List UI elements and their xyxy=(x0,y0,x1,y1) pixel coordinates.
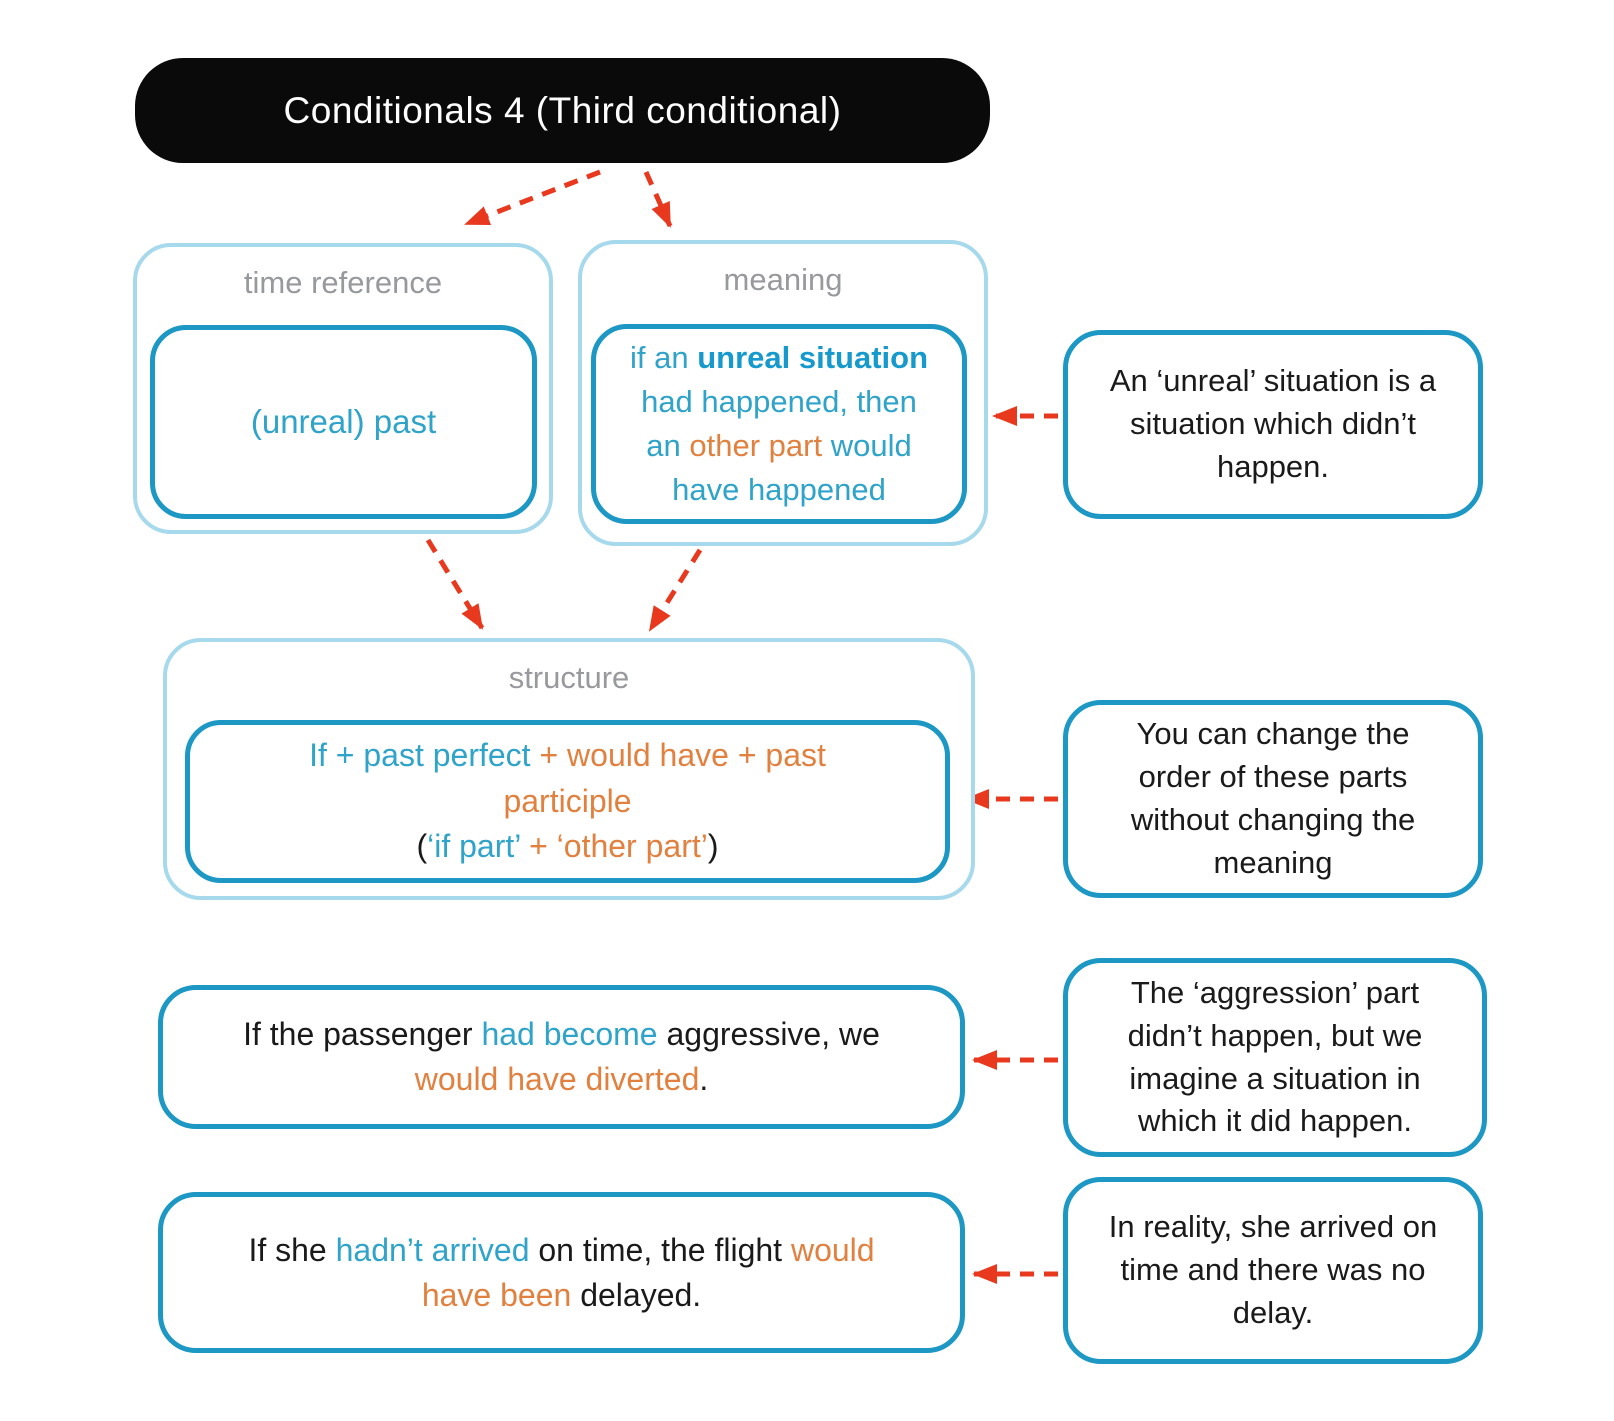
example-passenger-text: If the passenger had become aggressive, … xyxy=(243,1016,880,1097)
time-reference-value-box: (unreal) past xyxy=(150,325,537,519)
page-title: Conditionals 4 (Third conditional) xyxy=(283,89,842,131)
example-passenger-box: If the passenger had become aggressive, … xyxy=(158,985,965,1129)
arrow-time-reference-to-structure xyxy=(425,538,485,630)
arrow-title-to-time-reference xyxy=(464,169,601,227)
time-reference-value: (unreal) past xyxy=(250,403,437,440)
structure-label: structure xyxy=(508,660,630,695)
note-unreal-definition: An ‘unreal’ situation is a situation whi… xyxy=(1063,330,1483,519)
example-flight-text: If she hadn’t arrived on time, the fligh… xyxy=(248,1231,875,1313)
note-text: In reality, she arrived on time and ther… xyxy=(1108,1209,1438,1330)
title-pill: Conditionals 4 (Third conditional) xyxy=(135,58,990,163)
arrow-meaning-to-structure xyxy=(647,548,703,632)
structure-group: structure If + past perfect + would have… xyxy=(163,638,975,900)
note-text: The ‘aggression’ part didn’t happen, but… xyxy=(1127,974,1423,1139)
note-order-change: You can change the order of these parts … xyxy=(1063,700,1483,898)
note-text: You can change the order of these parts … xyxy=(1130,716,1416,880)
note-reality-explanation: In reality, she arrived on time and ther… xyxy=(1063,1177,1483,1364)
meaning-label: meaning xyxy=(723,262,843,297)
time-reference-label: time reference xyxy=(243,265,443,300)
time-reference-group: time reference (unreal) past xyxy=(133,243,553,534)
note-text: An ‘unreal’ situation is a situation whi… xyxy=(1109,363,1437,484)
example-flight-box: If she hadn’t arrived on time, the fligh… xyxy=(158,1192,965,1353)
arrow-title-to-meaning xyxy=(643,170,673,228)
note-aggression-explanation: The ‘aggression’ part didn’t happen, but… xyxy=(1063,958,1487,1157)
